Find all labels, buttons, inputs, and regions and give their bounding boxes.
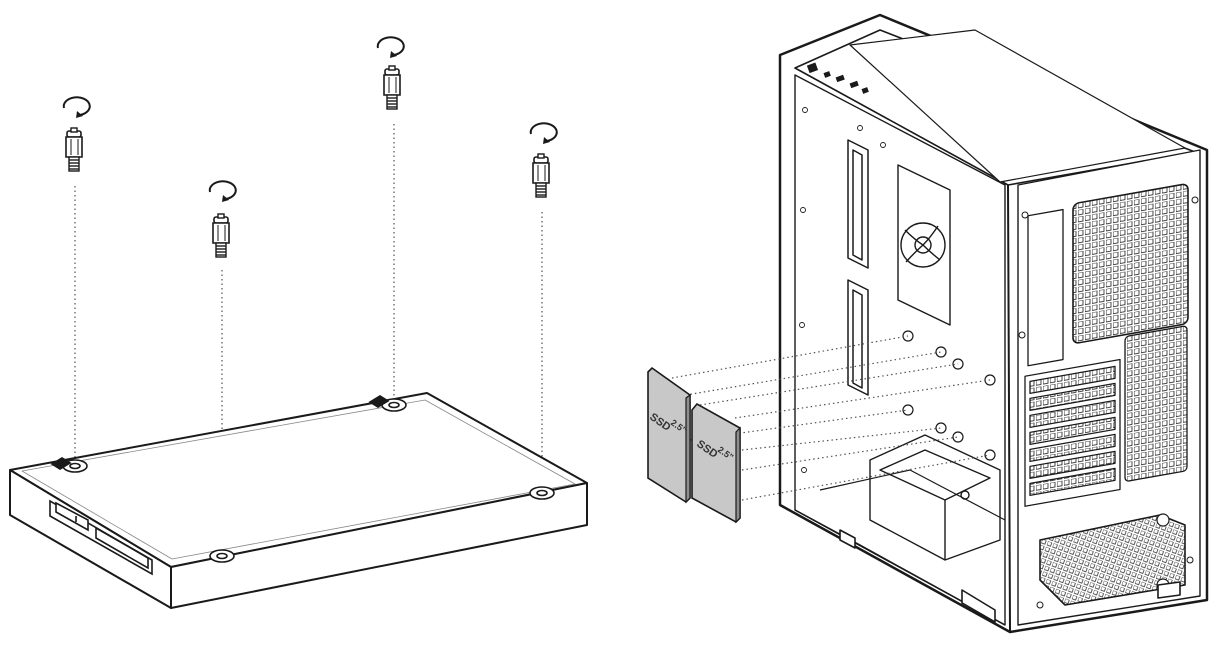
ssd-drive-1: SSD 2.5" <box>647 366 691 504</box>
case-feet <box>839 529 1181 623</box>
screw-guide-lines <box>74 124 543 554</box>
ssd-drive-2: SSD 2.5" <box>691 402 741 524</box>
ssd-screw-assembly <box>9 36 588 609</box>
top-io-panel <box>806 62 869 94</box>
standoff-screw-icon <box>65 65 550 258</box>
cable-cutouts <box>847 139 869 396</box>
ssd-drive-body <box>9 392 588 609</box>
rear-fan-mesh <box>1072 183 1189 344</box>
sata-connector <box>49 499 153 576</box>
rotation-arrow-icon <box>62 36 558 203</box>
expansion-slots <box>1024 325 1188 507</box>
interior-screws <box>799 107 886 473</box>
pc-case <box>778 13 1209 634</box>
front-fan <box>897 164 951 326</box>
rear-screws <box>1018 196 1199 609</box>
screw-holes <box>50 395 555 563</box>
